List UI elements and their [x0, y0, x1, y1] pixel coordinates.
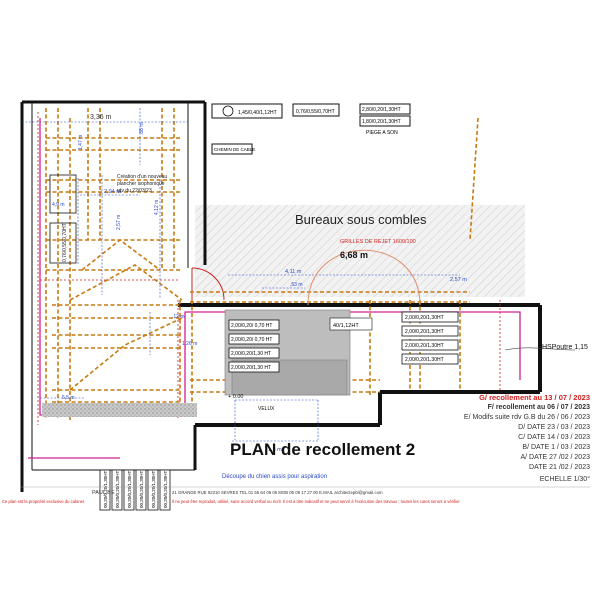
dimension-lines [22, 108, 460, 442]
unit-40-box [329, 317, 373, 331]
dashed-wall-lines [37, 112, 501, 425]
revision-d: D/ DATE 23 / 03 / 2023 [518, 424, 590, 431]
left-stack-unit [228, 333, 280, 345]
left-stack-unit [228, 347, 280, 359]
left-stack-unit [228, 361, 280, 373]
revision-f: F/ recollement au 06 / 07 / 2023 [487, 404, 590, 411]
dim-55: 5,5 m [62, 395, 75, 401]
bottom-unit [123, 469, 135, 511]
magenta-lines [28, 118, 521, 459]
right-stack-unit [401, 339, 459, 351]
grain-strip [42, 403, 197, 417]
dim-411: 4,11 m [285, 269, 302, 275]
bottom-units: 00,20/0,20/1,30HT 00,20/0,20/1,30HT 00,20/… [99, 469, 171, 511]
bottom-unit-label: 00,20/0,20/1,30HT [151, 470, 156, 508]
revision-date: DATE 21 /02 / 2023 [529, 464, 590, 471]
attic-hatched-zone [195, 205, 525, 297]
dim-257-room: 2,57 m [450, 277, 467, 283]
left-stack-label: 2,00/0,20/1,30 HT [231, 365, 271, 371]
footer-copyright-left: Ce plan est la propriété exclusive du ca… [2, 499, 85, 504]
dim-53: .53 m [290, 282, 303, 288]
left-stack-label: 2,00/0,20/ 0,70 HT [231, 337, 272, 343]
unit-40-label: 40/1,12HT [333, 323, 359, 329]
right-stack-unit [401, 325, 459, 337]
dim-412: 4,12 m [154, 200, 160, 215]
dim-49: 4,9 m [52, 202, 65, 208]
left-stack-label: 2,00/0,20/1,30 HT [231, 351, 271, 357]
velux-label: VELUX [258, 406, 275, 412]
circle-duct-symbol [222, 105, 234, 117]
revision-g: G/ recollement au 13 / 07 / 2023 [479, 393, 590, 402]
legend: 1,45/0,40/1,12HT 0,76/0,55/0,70HT 2,80/0… [211, 103, 411, 155]
plancher-note-2: plancher isophonique [117, 181, 165, 187]
dim-88: .88 m [139, 122, 145, 135]
elevation-label: + 0.00 [228, 394, 243, 400]
bottom-unit [111, 469, 123, 511]
left-stack: 2,00/0,20/ 0,70 HT 2,00/0,20/ 0,70 HT 2,00… [228, 319, 280, 373]
dim-126: 1,26 m [182, 341, 197, 347]
bottom-unit-label: 00,20/0,20/1,30HT [163, 470, 168, 508]
plancher-note-3: rdv du 22/03/23 [117, 188, 152, 194]
revision-b: B/ DATE 1 / 03 / 2023 [522, 444, 590, 451]
footer-address: 21 GRANDE RUE 92310 SEVRES TEL 01 55 64 … [172, 490, 383, 495]
revision-a: A/ DATE 27 /02 / 2023 [520, 454, 590, 461]
legend-trap-a: 2,80/0,20/1,30HT [362, 107, 401, 113]
legend-circle-duct: 1,45/0,40/1,12HT [238, 110, 277, 116]
legend-rect-duct: 0,76/0,55/0,70HT [296, 109, 335, 115]
bottom-unit-label: 00,20/0,20/1,30HT [127, 470, 132, 508]
dim-12: .12 m [172, 314, 185, 320]
dim-257-left: 2,57 m [116, 215, 122, 230]
dim-147: 1,47 m [78, 135, 84, 150]
left-stack-label: 2,00/0,20/ 0,70 HT [231, 323, 272, 329]
legend-piege-son: PIEGE A SON [366, 130, 398, 136]
plancher-note-1: Création d'un nouveau [117, 174, 167, 180]
revision-c: C/ DATE 14 / 03 / 2023 [518, 434, 590, 441]
bottom-unit [159, 469, 171, 511]
right-stack-label: 2,00/0,20/1,30HT [405, 315, 444, 321]
plan-title: PLAN de recollement 2 [230, 440, 415, 459]
walls [20, 100, 542, 492]
right-stack-unit [401, 311, 459, 323]
grille-label: GRILLES DE REJET 1600/100 [340, 239, 416, 245]
door [191, 267, 225, 301]
dim-main: 6,68 m [340, 250, 368, 260]
ventilation-ducts [45, 108, 479, 420]
dim-width-top: 3,36 m [90, 114, 112, 121]
right-stack: 2,00/0,20/1,30HT 2,00/0,20/1,30HT 2,00/0,2… [401, 311, 459, 365]
footer-copyright-right: Il ne peut être reproduit, utilisé, sans… [172, 499, 460, 504]
bottom-unit-label: 00,20/0,20/1,30HT [115, 470, 120, 508]
right-stack-label: 2,00/0,20/1,30HT [405, 357, 444, 363]
right-stack-unit [401, 353, 459, 365]
left-unit-lower [49, 222, 77, 264]
bottom-unit [147, 469, 159, 511]
revision-e: E/ Modifs suite rdv G.B du 26 / 06 / 202… [463, 414, 590, 421]
dim-13: 1,3 m [268, 447, 282, 453]
hspoutre-leader [504, 347, 576, 351]
left-stack-unit [228, 319, 280, 331]
legend-trap-b: 1,80/0,20/1,30HT [362, 119, 401, 125]
dim-294: 2,94 m [104, 189, 121, 195]
bottom-unit [135, 469, 147, 511]
left-unit-upper [49, 174, 77, 214]
bottom-unit-label: 00,20/0,20/1,30HT [103, 470, 108, 508]
legend-chemin-cable: CHEMIN DE CABLE [214, 147, 255, 152]
footer-architect: PAUL BE [92, 490, 115, 496]
hspoutre-label: HSPoutre 1,15 [542, 344, 588, 351]
scale-label: ECHELLE 1/30° [539, 476, 590, 483]
room-label: Bureaux sous combles [295, 212, 427, 227]
vertical-unit-label: 0,76/0,55/0,70HT [62, 223, 68, 262]
bottom-unit [99, 469, 111, 511]
grille-arc [307, 249, 421, 306]
decoupe-label: Découpe du chien assis pour aspiration [222, 474, 327, 480]
bottom-unit-label: 00,20/0,20/1,30HT [139, 470, 144, 508]
right-stack-label: 2,00/0,20/1,30HT [405, 343, 444, 349]
right-stack-label: 2,00/0,20/1,30HT [405, 329, 444, 335]
